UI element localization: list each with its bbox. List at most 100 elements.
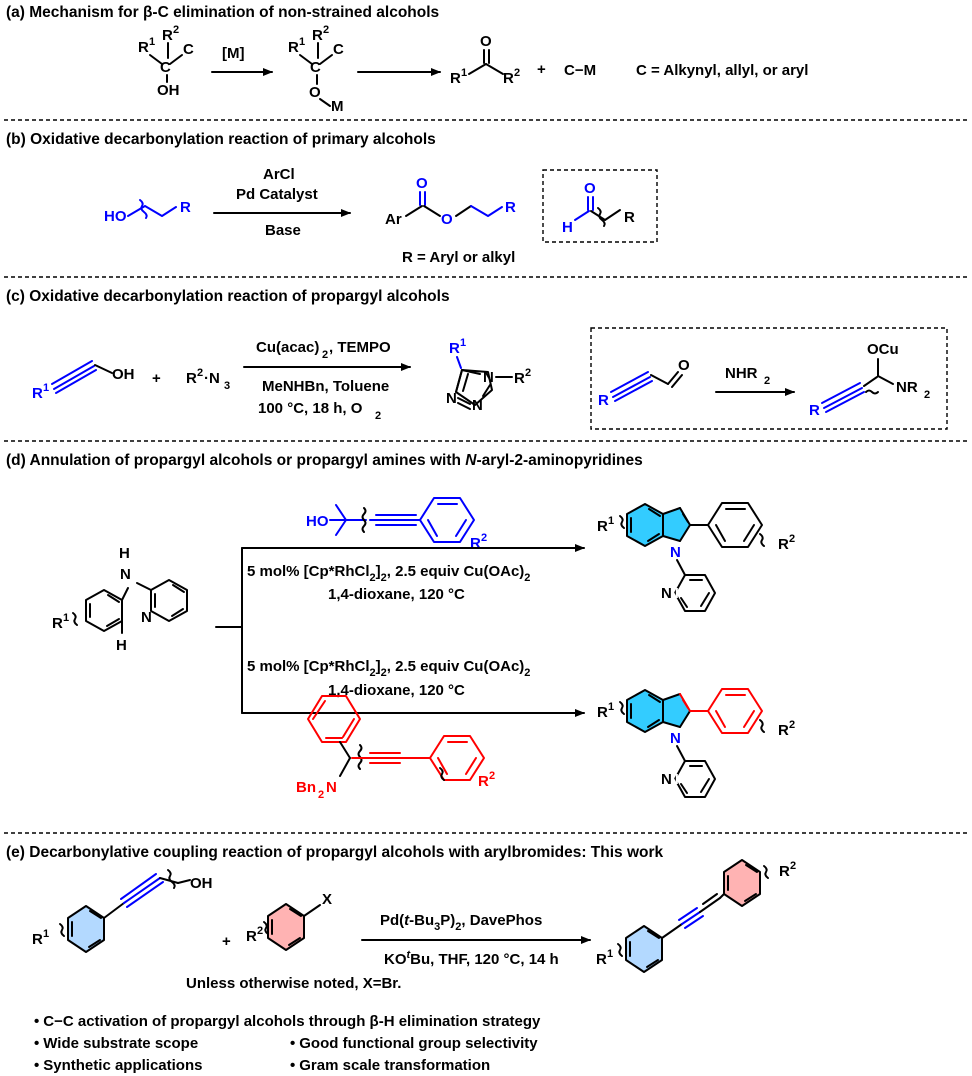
svg-text:H: H [562,219,573,236]
svg-text:O: O [678,357,690,374]
svg-text:C: C [310,59,321,76]
svg-text:HO: HO [104,208,127,225]
svg-text:X: X [322,891,332,908]
svg-text:·N: ·N [204,370,220,387]
triazole-product: R 1 N N N R 2 [446,337,531,414]
svg-text:C: C [333,41,344,58]
svg-text:R: R [162,27,173,44]
svg-text:N: N [326,779,337,796]
ester-product: Ar O O R [385,175,516,228]
svg-text:1: 1 [43,928,49,940]
bullet-5: •Gram scale transformation [290,1057,490,1074]
svg-text:Cu(acac): Cu(acac) [256,339,319,356]
n-aryl-aminopyridine: R 1 N H N H [52,545,188,654]
section-d-header: (d) Annulation of propargyl alcohols or … [6,452,643,469]
svg-text:O: O [584,180,596,197]
propargyl-alcohol-c: R 1 OH [32,360,135,402]
aryl-halide: X R 2 [246,891,332,951]
svg-text:1: 1 [149,36,155,48]
svg-text:N: N [120,566,131,583]
plus-c: + [152,370,161,387]
c-definition: C = Alkynyl, allyl, or aryl [636,62,808,79]
svg-text:R: R [449,340,460,357]
svg-text:1: 1 [299,36,305,48]
svg-text:R: R [598,392,609,409]
reagents-c-line1: Cu(acac) 2 , TEMPO [256,339,391,361]
svg-text:O: O [480,33,492,50]
propargyl-alcohol-d: HO R 2 [306,497,487,552]
ynal-box [590,327,948,430]
indole-product-top: N R 1 R 2 N N [597,502,795,612]
reagent-arcl: ArCl [263,166,295,183]
svg-text:2: 2 [173,24,179,36]
section-a-header: (a) Mechanism for β-C elimination of non… [6,4,439,21]
r-definition-b: R = Aryl or alkyl [402,249,515,266]
highlight-list: •C−C activation of propargyl alcohols th… [34,1013,541,1074]
svg-text:C: C [183,41,194,58]
svg-text:2: 2 [514,67,520,79]
metal-alkoxide: R 1 R 2 C C O M [288,24,344,115]
svg-text:R: R [246,928,257,945]
svg-text:Bn: Bn [296,779,316,796]
svg-text:2: 2 [318,789,324,801]
svg-text:O: O [309,84,321,101]
svg-text:2: 2 [375,410,381,422]
reagents-c-line3: 100 °C, 18 h, O 2 [258,400,381,422]
section-c: (c) Oxidative decarbonylation reaction o… [6,288,948,430]
svg-text:100 °C, 18 h, O: 100 °C, 18 h, O [258,400,363,417]
svg-text:2: 2 [257,925,263,937]
section-b-header: (b) Oxidative decarbonylation reaction o… [6,131,436,148]
svg-text:NHR: NHR [725,365,758,382]
catalyst-label: [M] [222,45,245,62]
svg-text:N: N [661,585,672,602]
svg-text:Ar: Ar [385,211,402,228]
svg-text:HO: HO [306,513,329,530]
nhr2-reagent: NHR 2 [725,365,770,387]
section-e: (e) Decarbonylative coupling reaction of… [6,844,796,1074]
svg-text:R: R [778,722,789,739]
diaryl-alkyne-product: R 1 R 2 [596,859,796,973]
svg-text:N: N [446,390,457,407]
indole-product-bottom: N R 1 R 2 N N [597,688,795,798]
svg-text:NR: NR [896,379,918,396]
svg-text:1,4-dioxane, 120 °C: 1,4-dioxane, 120 °C [328,586,465,603]
section-c-header: (c) Oxidative decarbonylation reaction o… [6,288,450,305]
svg-text:1: 1 [460,337,466,349]
svg-text:OH: OH [112,366,135,383]
svg-text:R: R [779,863,790,880]
svg-text:2: 2 [197,367,203,379]
x-note: Unless otherwise noted, X=Br. [186,975,401,992]
primary-alcohol: HO R [104,199,191,225]
metal-species: C−M [564,62,596,79]
svg-text:R: R [180,199,191,216]
svg-text:N: N [472,397,483,414]
svg-text:R: R [809,402,820,419]
svg-text:1: 1 [63,612,69,624]
svg-text:R: R [597,704,608,721]
svg-text:2: 2 [322,349,328,361]
svg-text:N: N [670,730,681,747]
aldehyde-intermediate: O H R [562,180,635,236]
svg-text:, TEMPO: , TEMPO [329,339,391,356]
svg-text:R: R [470,535,481,552]
section-b: (b) Oxidative decarbonylation reaction o… [6,131,658,266]
svg-text:H: H [119,545,130,562]
svg-text:2: 2 [789,533,795,545]
svg-text:N: N [141,609,152,626]
reagent-pd-catalyst: Pd Catalyst [236,186,318,203]
svg-text:N: N [668,585,679,602]
reagent-base: Base [265,222,301,239]
svg-text:R: R [778,536,789,553]
svg-text:H: H [116,637,127,654]
svg-text:5 mol% [Cp*RhCl2]2, 2.5 equiv: 5 mol% [Cp*RhCl2]2, 2.5 equiv Cu(OAc)2 [247,658,530,679]
svg-text:N: N [670,544,681,561]
svg-text:KOtBu, THF, 120 °C, 14 h: KOtBu, THF, 120 °C, 14 h [384,949,559,968]
svg-text:2: 2 [481,532,487,544]
section-d: (d) Annulation of propargyl alcohols or … [6,452,795,801]
svg-text:3: 3 [224,380,230,392]
svg-text:M: M [331,98,344,115]
bullet-1: •C−C activation of propargyl alcohols th… [34,1013,541,1030]
azide-reagent: R 2 ·N 3 [186,367,230,392]
svg-text:2: 2 [764,375,770,387]
